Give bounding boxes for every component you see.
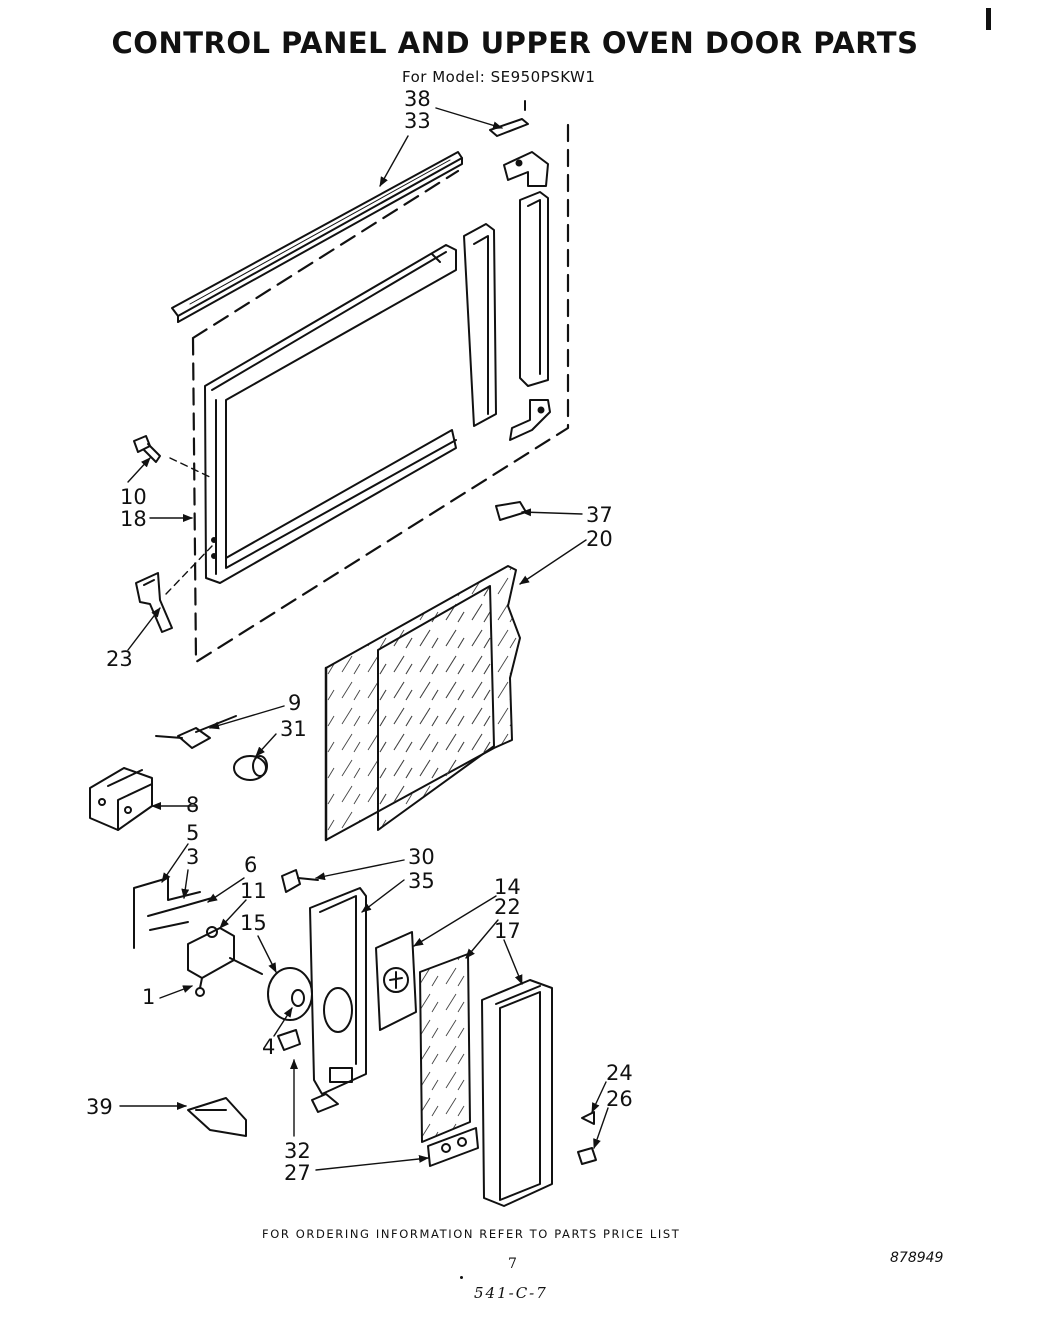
callout-15: 15 xyxy=(240,911,267,935)
ordering-note: FOR ORDERING INFORMATION REFER TO PARTS … xyxy=(262,1227,681,1241)
callout-22: 22 xyxy=(494,895,521,919)
control-trim-frame xyxy=(481,979,553,1207)
transformer xyxy=(89,767,153,831)
callout-3: 3 xyxy=(186,845,199,869)
callout-9: 9 xyxy=(288,691,301,715)
callout-6: 6 xyxy=(244,853,257,877)
handwritten-note: 541-C-7 xyxy=(474,1284,548,1302)
upper-corner-bracket xyxy=(503,151,549,187)
callout-24: 24 xyxy=(606,1061,633,1085)
oven-door-glass-assembly xyxy=(324,565,521,842)
page-title: CONTROL PANEL AND UPPER OVEN DOOR PARTS xyxy=(111,26,919,60)
side-channel-inner xyxy=(463,223,497,427)
callout-31: 31 xyxy=(280,717,307,741)
door-switch xyxy=(155,715,237,749)
callout-5: 5 xyxy=(186,821,199,845)
fastener-caps xyxy=(577,1111,597,1165)
leader-lines xyxy=(119,107,609,1171)
callout-39: 39 xyxy=(86,1095,113,1119)
callout-1: 1 xyxy=(142,985,155,1009)
callout-27: 27 xyxy=(284,1161,311,1185)
top-trim-strip xyxy=(171,151,463,323)
lower-corner-bracket xyxy=(509,399,551,441)
callout-4: 4 xyxy=(262,1035,275,1059)
mounting-screw xyxy=(133,435,161,463)
document-number: 878949 xyxy=(890,1250,944,1266)
control-panel-glass xyxy=(419,953,471,1143)
callout-14: 14 xyxy=(494,875,521,899)
corner-registration-mark xyxy=(986,8,991,30)
callout-30: 30 xyxy=(408,845,435,869)
thermostat-control xyxy=(187,926,263,997)
callout-18: 18 xyxy=(120,507,147,531)
door-outer-frame xyxy=(204,244,457,584)
ink-dot xyxy=(460,1276,463,1279)
callout-8: 8 xyxy=(186,793,199,817)
page-number: 7 xyxy=(508,1256,517,1272)
small-clip xyxy=(495,501,527,521)
callout-33: 33 xyxy=(404,109,431,133)
callout-32: 32 xyxy=(284,1139,311,1163)
callout-35: 35 xyxy=(408,869,435,893)
panel-screw xyxy=(281,869,319,893)
callout-26: 26 xyxy=(606,1087,633,1111)
callout-23: 23 xyxy=(106,647,133,671)
callout-17: 17 xyxy=(494,919,521,943)
callout-10: 10 xyxy=(120,485,147,509)
top-clip xyxy=(489,100,529,137)
callout-38: 38 xyxy=(404,87,431,111)
callout-numbers: 38 33 10 18 23 37 20 9 31 8 5 3 6 11 15 … xyxy=(86,87,633,1185)
mounting-bracket xyxy=(187,1097,247,1137)
knob-cap xyxy=(233,755,268,781)
callout-20: 20 xyxy=(586,527,613,551)
control-panel-backplate xyxy=(309,887,367,1113)
side-channel-right xyxy=(519,191,549,387)
latch-bracket xyxy=(135,572,173,633)
explode-boundary-line xyxy=(191,123,570,664)
callout-37: 37 xyxy=(586,503,613,527)
nameplate xyxy=(427,1127,479,1167)
model-line: For Model: SE950PSKW1 xyxy=(402,68,596,86)
clock-timer-module xyxy=(375,931,417,1031)
control-knob xyxy=(277,1029,301,1051)
callout-11: 11 xyxy=(240,879,267,903)
